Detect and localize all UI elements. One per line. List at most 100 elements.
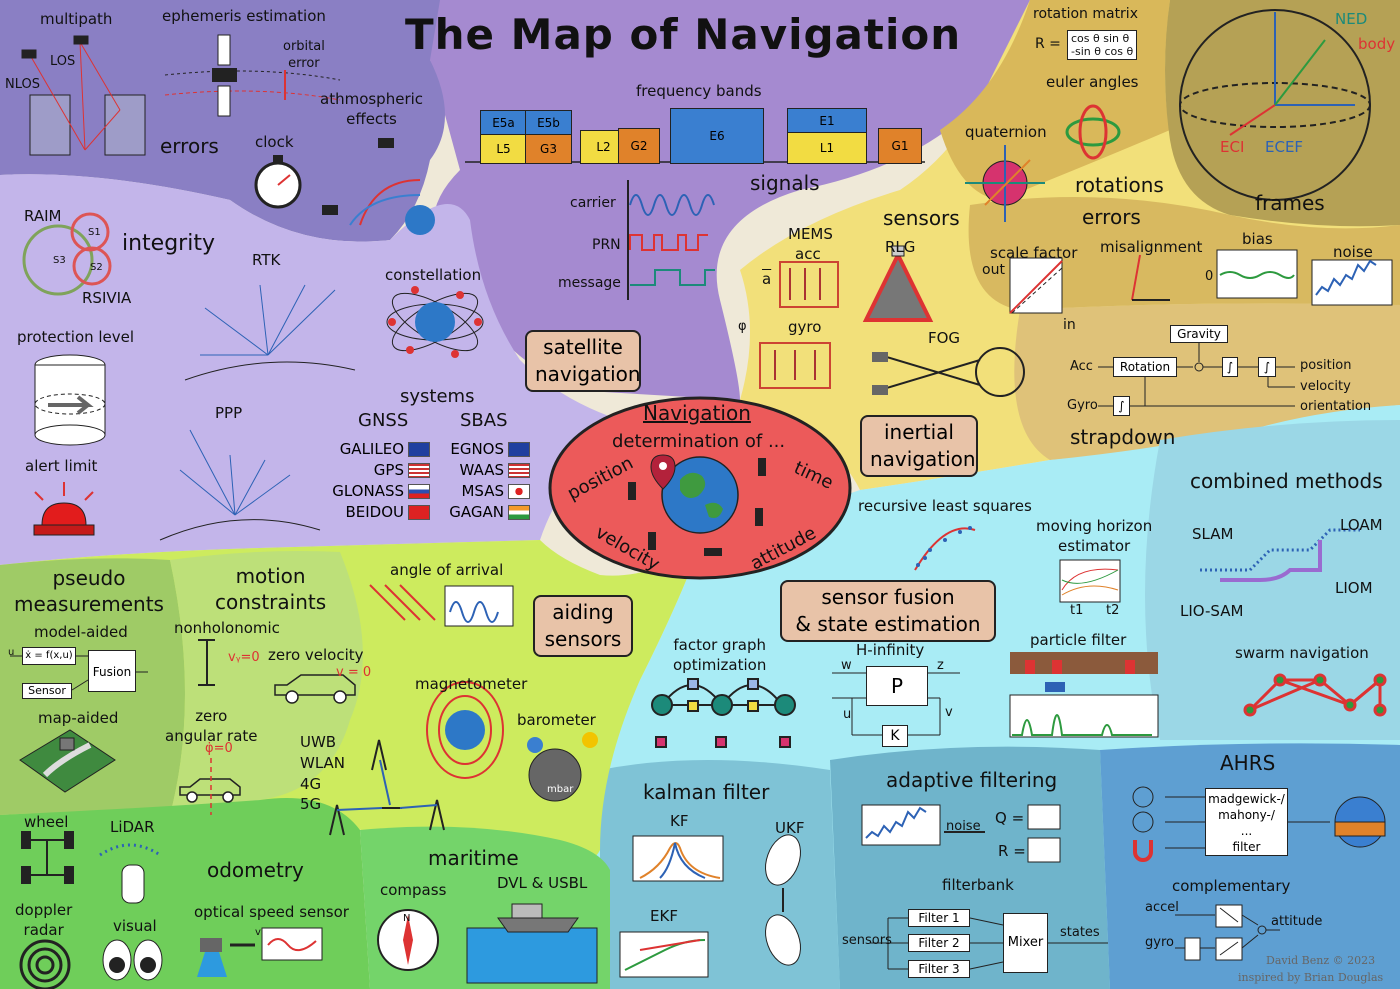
nonholonomic-drawing [198,639,215,686]
ecef-label: ECEF [1265,138,1304,156]
ahrs-region [1100,743,1400,989]
moving-horizon-label: moving horizon estimator [1036,517,1153,555]
s2-label: S2 [90,262,103,273]
plant-p-box: P [866,666,928,706]
atmospheric-label: athmospheric effects [320,90,424,128]
filter-1-box: Filter 1 [908,909,970,927]
model-box: ẋ = f(x,u) [22,647,76,665]
siren-icon [33,482,95,536]
sbas-system-name: MSAS [461,482,504,500]
ahrs-heading: AHRS [1220,751,1276,775]
errors-heading: errors [160,134,219,158]
misalignment-label: misalignment [1100,238,1203,256]
inertial-navigation-label: inertial navigation [860,415,978,477]
slam-map-icon [1200,528,1360,582]
frequency-bands-label: frequency bands [636,82,762,100]
car-icon [179,674,356,815]
mems-label: MEMS [788,225,833,243]
ppp-drawing [159,429,321,541]
clock-label: clock [255,133,294,151]
motion-constraints-heading: motion constraints [215,564,327,614]
particle-filter-label: particle filter [1030,631,1127,649]
atmosphere-drawing [322,138,435,235]
euler-angles-icon [1065,104,1121,160]
h-infinity-label: H-infinity [856,641,925,659]
gnss-system-row: GPS [320,461,430,479]
filterbank-lines [870,917,1108,970]
band-l1: L1 [787,132,867,164]
strapdown-gyro-label: Gyro [1067,398,1098,413]
flag-icon [508,505,530,520]
multipath-drawing [21,35,146,156]
visual-label: visual [113,917,157,935]
h-v-label: v [945,705,953,720]
swarm-network-icon [1243,673,1387,717]
body-label: body [1358,35,1396,53]
ahrs-gyro-label: gyro [1145,935,1174,950]
attitude-output-label: attitude [1271,914,1323,929]
lidar-icon [99,843,161,904]
radio-towers-icon [329,739,445,836]
frames-heading: frames [1255,191,1325,215]
velocity-output-label: velocity [1300,379,1351,394]
filterbank-sensors-label: sensors [842,933,892,948]
band-g2: G2 [618,128,660,164]
accel-label: accel [1145,900,1179,915]
lidar-label: LiDAR [110,818,155,836]
acc-label: acc [795,245,821,263]
flag-icon [508,484,530,499]
wlan-label: WLAN [300,754,346,772]
5g-label: 5G [300,795,322,813]
magnetometer-label: magnetometer [415,675,528,693]
rotation-box: Rotation [1113,357,1177,377]
angle-of-arrival-label: angle of arrival [390,561,504,579]
compass-icon [377,909,439,971]
v-label: v [255,927,261,938]
filter-2-box: Filter 2 [908,934,970,952]
swarm-navigation-label: swarm navigation [1235,644,1369,662]
alert-limit-label: alert limit [25,457,98,475]
constellation-globe-icon [386,286,484,358]
sbas-system-row: EGNOS [442,440,530,458]
orbital-error-label: orbital error [283,39,325,71]
h-w-label: w [841,658,852,673]
scale-factor-label: scale factor [990,244,1078,262]
ship-icon [466,903,598,984]
band-e1: E1 [787,108,867,134]
raim-label: RAIM [24,207,62,225]
signals-heading: signals [750,171,820,195]
noise-label: noise [1333,243,1373,261]
combined-methods-heading: combined methods [1190,469,1383,493]
mems-gyro-icon [759,342,831,389]
aiding-sensors-label: aiding sensors [533,595,633,657]
raim-circles [22,212,112,296]
ahrs-diagram [1132,786,1386,961]
rlg-icon [862,245,934,322]
wheel-odometry-icon [21,831,74,884]
s1-label: S1 [88,227,101,238]
integrity-positioning-region [0,174,620,566]
lio-sam-label: LIO-SAM [1180,602,1244,620]
dvl-usbl-label: DVL & USBL [497,874,588,892]
zero-velocity-label: zero velocity [268,646,364,664]
doppler-radar-icon [19,939,71,989]
flag-icon [508,463,530,478]
integrity-heading: integrity [122,231,215,256]
barometer-label: barometer [517,711,596,729]
complementary-label: complementary [1172,877,1291,895]
band-l5: L5 [480,134,527,164]
kf-label: KF [670,812,689,830]
strapdown-acc-label: Acc [1070,359,1093,374]
band-e5b: E5b [525,110,572,136]
strapdown-heading: strapdown [1070,425,1176,449]
h-infinity-diagram [832,672,960,736]
stopwatch-icon [254,155,302,209]
ppp-label: PPP [215,404,243,422]
sensor-box: Sensor [22,683,72,699]
flag-icon [408,463,430,478]
map-pin-icon [650,454,676,490]
nlos-label: NLOS [5,77,40,92]
optical-speed-sensor-icon [197,927,323,977]
integral-box-3: ∫ [1113,396,1130,416]
